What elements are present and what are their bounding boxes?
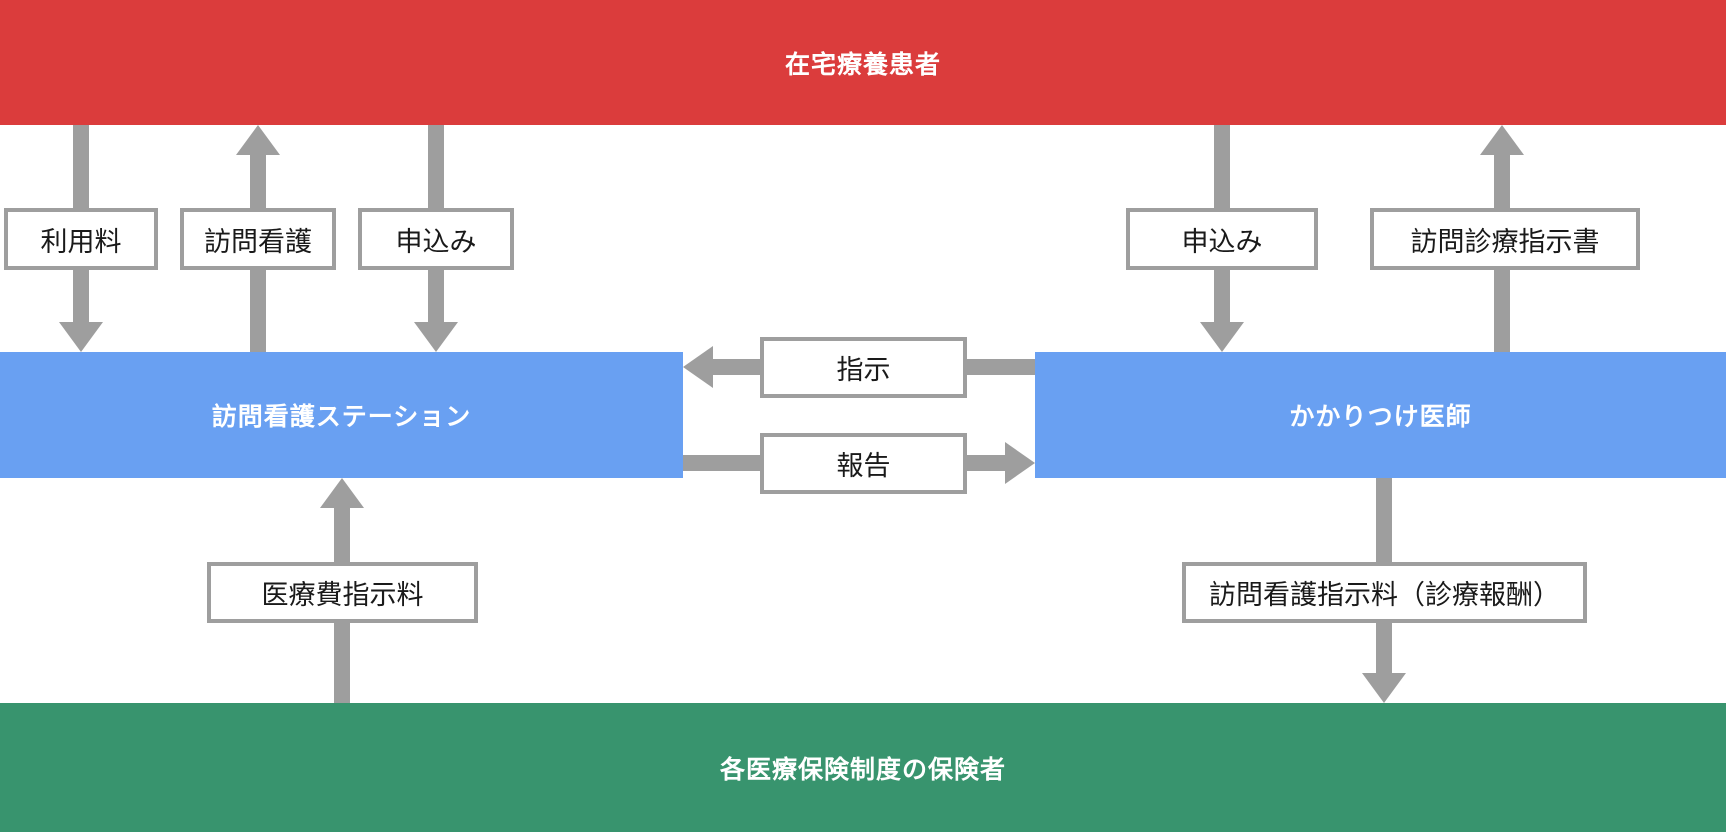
usage-fee-arrow-head-down-icon — [59, 322, 103, 352]
edge-label-instruction-text: 指示 — [836, 355, 891, 385]
node-nursing-station: 訪問看護ステーション — [0, 352, 683, 478]
edge-label-usage-fee: 利用料 — [4, 208, 158, 270]
edge-label-application-station: 申込み — [358, 208, 514, 270]
node-nursing-station-label: 訪問看護ステーション — [211, 403, 472, 431]
edge-label-nursing-fee: 訪問看護指示料（診療報酬） — [1182, 562, 1587, 623]
edge-label-visit-doc: 訪問診療指示書 — [1370, 208, 1640, 270]
nursing-fee-arrow-head-down-icon — [1362, 673, 1406, 703]
node-patient: 在宅療養患者 — [0, 0, 1726, 125]
node-patient-label: 在宅療養患者 — [784, 50, 941, 79]
node-insurer: 各医療保険制度の保険者 — [0, 703, 1726, 832]
edge-label-visit-doc-text: 訪問診療指示書 — [1410, 226, 1600, 257]
node-doctor-label: かかりつけ医師 — [1289, 403, 1472, 431]
visit-doc-arrow-head-up-icon — [1480, 125, 1524, 155]
edge-label-report-text: 報告 — [836, 451, 891, 481]
edge-label-report: 報告 — [760, 433, 967, 494]
edge-label-usage-fee-text: 利用料 — [40, 226, 122, 257]
application-station-arrow-head-down-icon — [414, 322, 458, 352]
medical-fee-arrow-head-up-icon — [320, 478, 364, 508]
edge-label-visiting-nursing: 訪問看護 — [180, 208, 336, 270]
report-arrow-head-right-icon — [1005, 442, 1035, 484]
edge-label-instruction: 指示 — [760, 337, 967, 398]
visiting-nursing-arrow-head-up-icon — [236, 125, 280, 155]
edge-label-visiting-nursing-text: 訪問看護 — [204, 226, 312, 257]
edge-label-medical-fee: 医療費指示料 — [207, 562, 478, 623]
edge-label-medical-fee-text: 医療費指示料 — [261, 580, 424, 610]
edge-label-application-doctor: 申込み — [1126, 208, 1318, 270]
node-doctor: かかりつけ医師 — [1035, 352, 1726, 478]
application-doctor-arrow-head-down-icon — [1200, 322, 1244, 352]
edge-label-application-station-text: 申込み — [395, 226, 477, 257]
instruction-arrow-head-left-icon — [683, 346, 713, 388]
node-insurer-label: 各医療保険制度の保険者 — [719, 755, 1006, 784]
edge-label-application-doctor-text: 申込み — [1181, 226, 1263, 257]
edge-label-nursing-fee-text: 訪問看護指示料（診療報酬） — [1209, 580, 1560, 610]
